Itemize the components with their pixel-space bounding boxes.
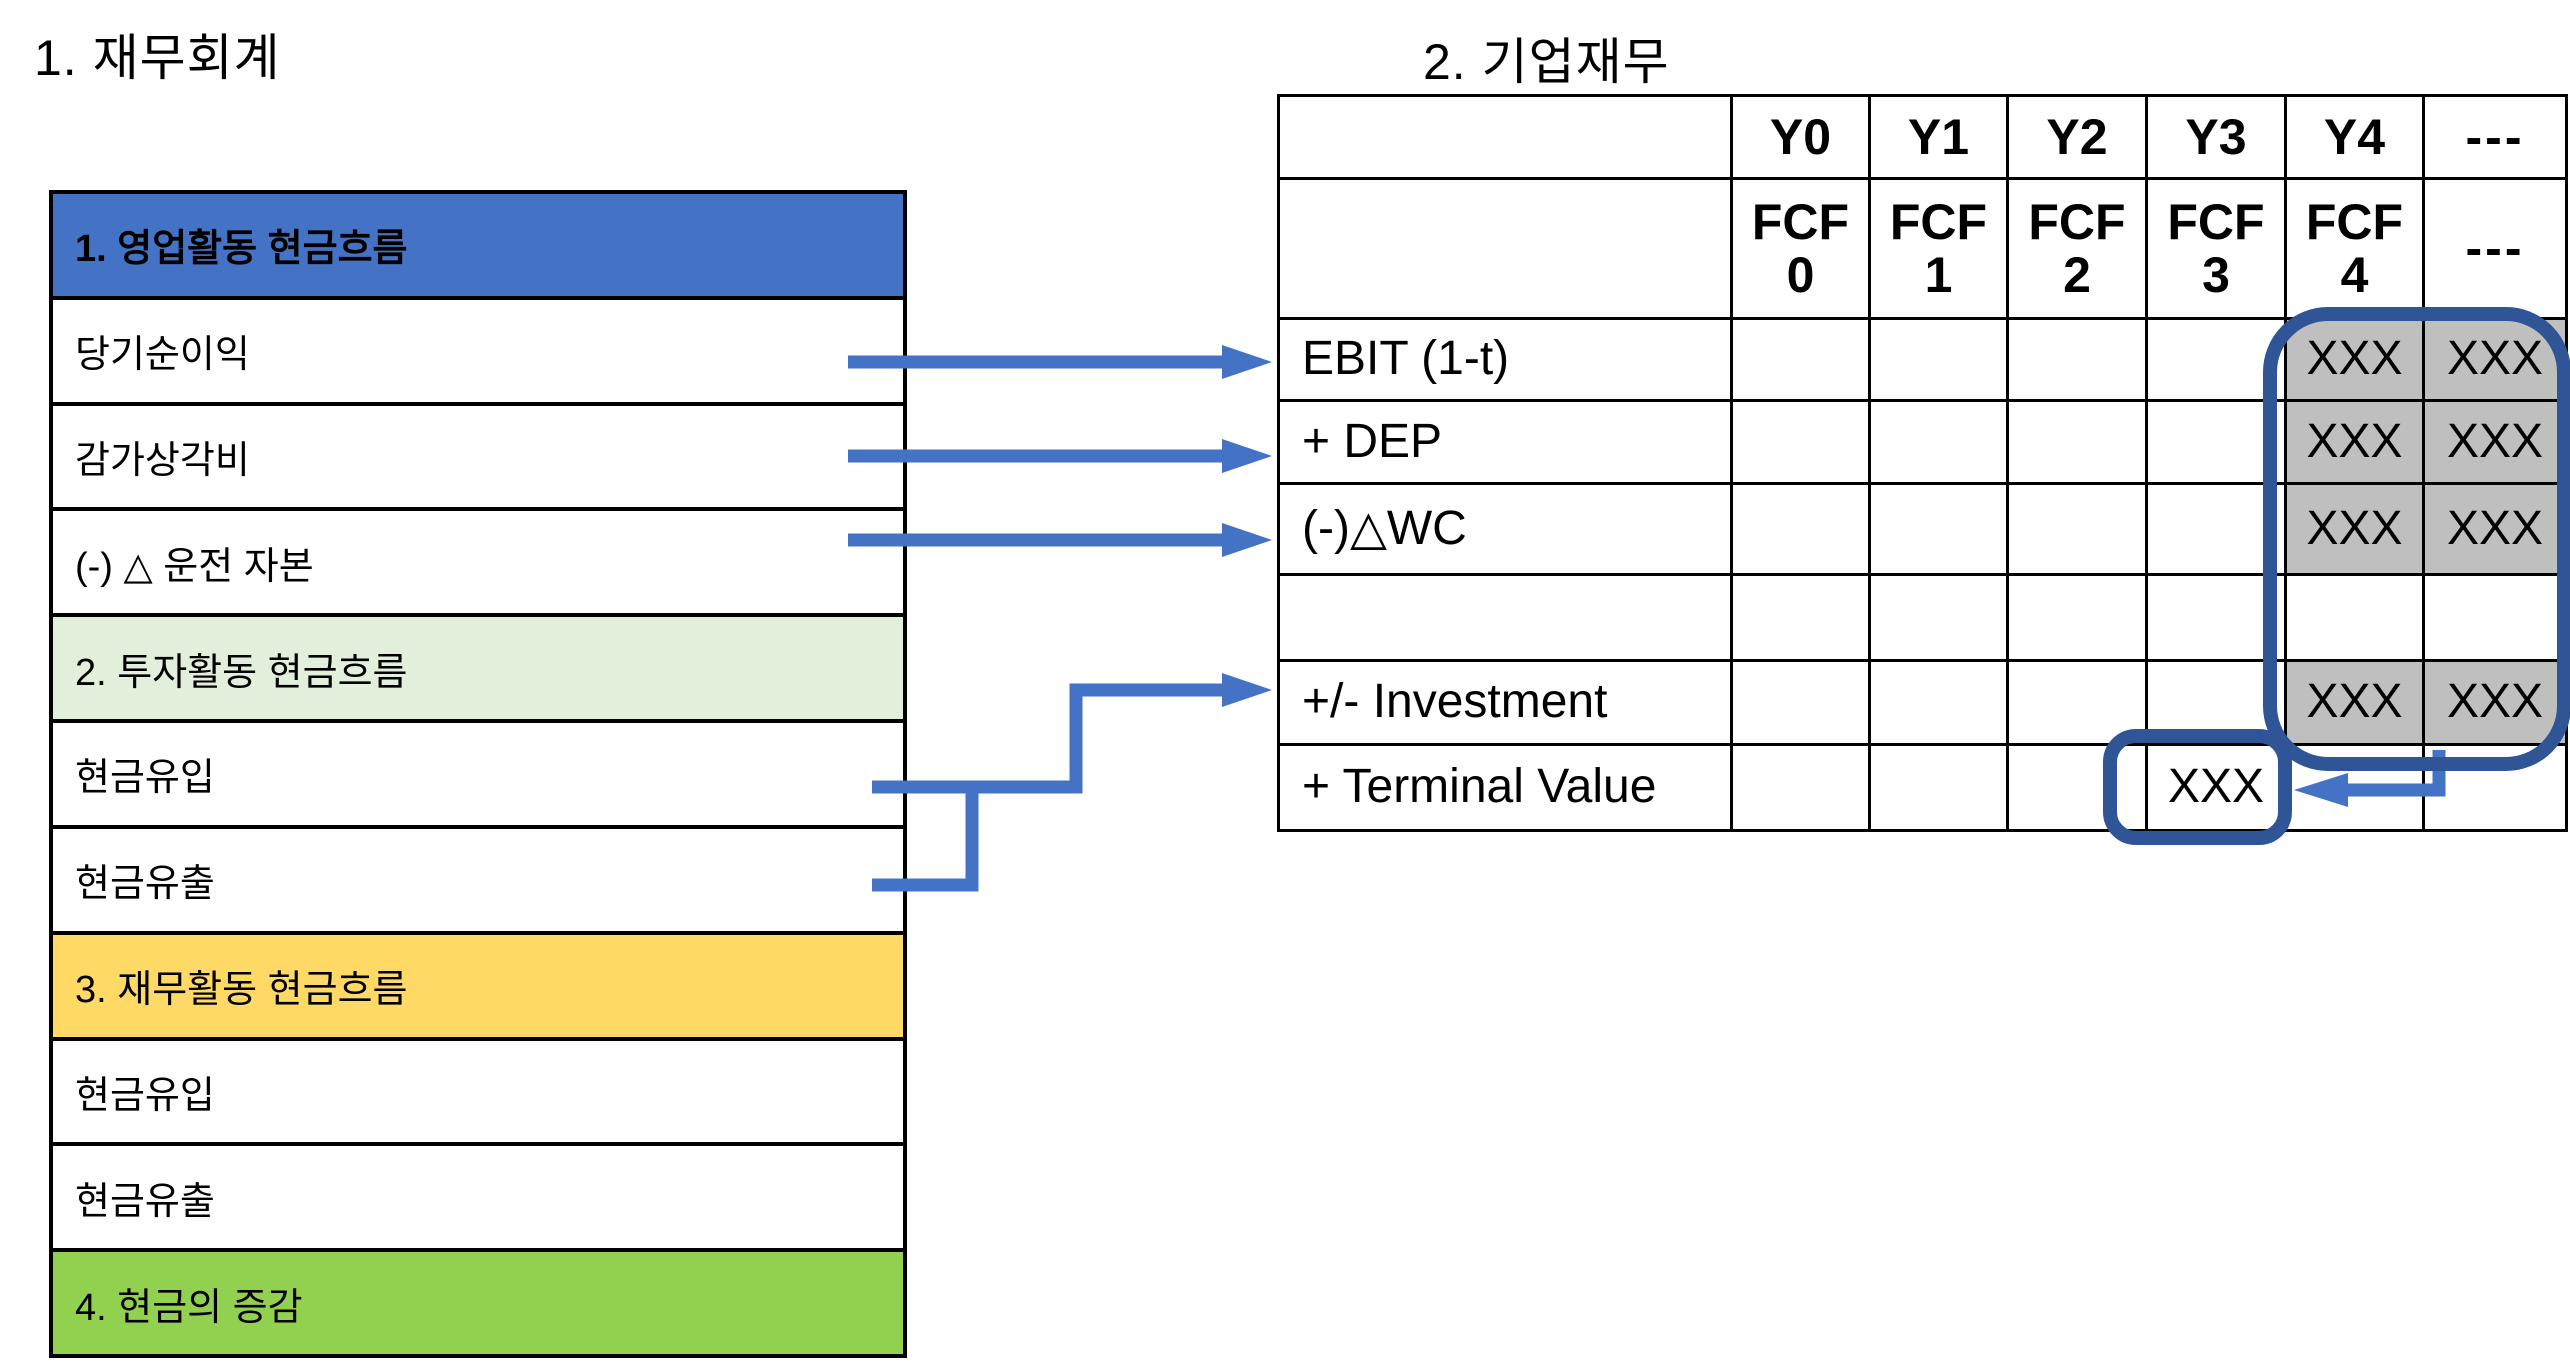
value-cell [2009,485,2145,573]
row-label-cell: EBIT (1-t) [1280,320,1730,399]
arrowhead-icon [1222,345,1272,379]
left-table-row-4: (-) △ 운전 자본 [53,507,903,614]
value-cell [2009,320,2145,399]
year-header-cell: Y2 [2009,97,2145,177]
value-cell [2287,746,2422,829]
value-cell [2425,576,2565,659]
value-cell: XXX [2425,485,2565,573]
left-table-row-5: 2. 투자활동 현금흐름 [53,613,903,720]
value-cell: XXX [2425,662,2565,743]
value-cell: XXX [2425,320,2565,399]
value-cell [2009,746,2145,829]
value-cell: XXX [2287,662,2422,743]
year-header-cell: Y1 [1871,97,2006,177]
value-cell [1733,576,1868,659]
fcf-header-cell: FCF 1 [1871,180,2006,317]
fcf-header-cell: FCF 3 [2148,180,2284,317]
fcf-corner-cell [1280,180,1730,317]
arrowhead-icon [1222,439,1272,473]
left-table-row-8: 3. 재무활동 현금흐름 [53,930,903,1037]
value-cell [1871,320,2006,399]
value-cell [1871,485,2006,573]
left-table-row-6: 현금유입 [53,719,903,825]
value-cell [2148,662,2284,743]
value-cell [1733,485,1868,573]
year-header-cell: --- [2425,97,2565,177]
year-header-cell: Y4 [2287,97,2422,177]
value-cell [1871,402,2006,482]
left-section-title: 1. 재무회계 [34,30,281,86]
corner-cell [1280,97,1730,177]
value-cell: XXX [2287,485,2422,573]
value-cell [1733,320,1868,399]
value-cell [1733,662,1868,743]
left-table-row-10: 현금유출 [53,1142,903,1249]
value-cell [2009,662,2145,743]
value-cell [2009,576,2145,659]
year-header-cell: Y0 [1733,97,1868,177]
row-label-cell: + DEP [1280,402,1730,482]
row-label-cell [1280,576,1730,659]
row-label-cell: + Terminal Value [1280,746,1730,829]
value-cell [2148,402,2284,482]
row-label-cell: (-)△WC [1280,485,1730,573]
arrowhead-icon [1222,673,1272,707]
net-income-to-ebit-arrow [848,345,1272,379]
value-cell: XXX [2148,746,2284,829]
row-label-cell: +/- Investment [1280,662,1730,743]
value-cell [2425,746,2565,829]
value-cell [2148,320,2284,399]
working-capital-to-wc-arrow [848,523,1272,557]
depreciation-to-dep-arrow [848,439,1272,473]
fcf-header-cell: FCF 4 [2287,180,2422,317]
arrowhead-icon [1222,523,1272,557]
value-cell [2148,576,2284,659]
right-section-title: 2. 기업재무 [1423,34,1670,90]
value-cell: XXX [2287,402,2422,482]
value-cell [2287,576,2422,659]
value-cell: XXX [2425,402,2565,482]
value-cell [1733,746,1868,829]
value-cell [1871,662,2006,743]
left-table-row-9: 현금유입 [53,1036,903,1143]
cash-flows-to-investment-arrow [872,673,1272,892]
fcf-header-cell: --- [2425,180,2565,317]
value-cell [1871,576,2006,659]
year-header-cell: Y3 [2148,97,2284,177]
fcf-header-cell: FCF 0 [1733,180,1868,317]
fcf-header-cell: FCF 2 [2009,180,2145,317]
left-table-row-7: 현금유출 [53,824,903,931]
left-table-row-1: 1. 영업활동 현금흐름 [53,194,903,296]
value-cell [2009,402,2145,482]
left-table-row-11: 4. 현금의 증감 [53,1248,903,1354]
left-table-row-2: 당기순이익 [53,295,903,402]
value-cell [1871,746,2006,829]
value-cell [2148,485,2284,573]
left-table-row-3: 감가상각비 [53,401,903,508]
value-cell: XXX [2287,320,2422,399]
value-cell [1733,402,1868,482]
